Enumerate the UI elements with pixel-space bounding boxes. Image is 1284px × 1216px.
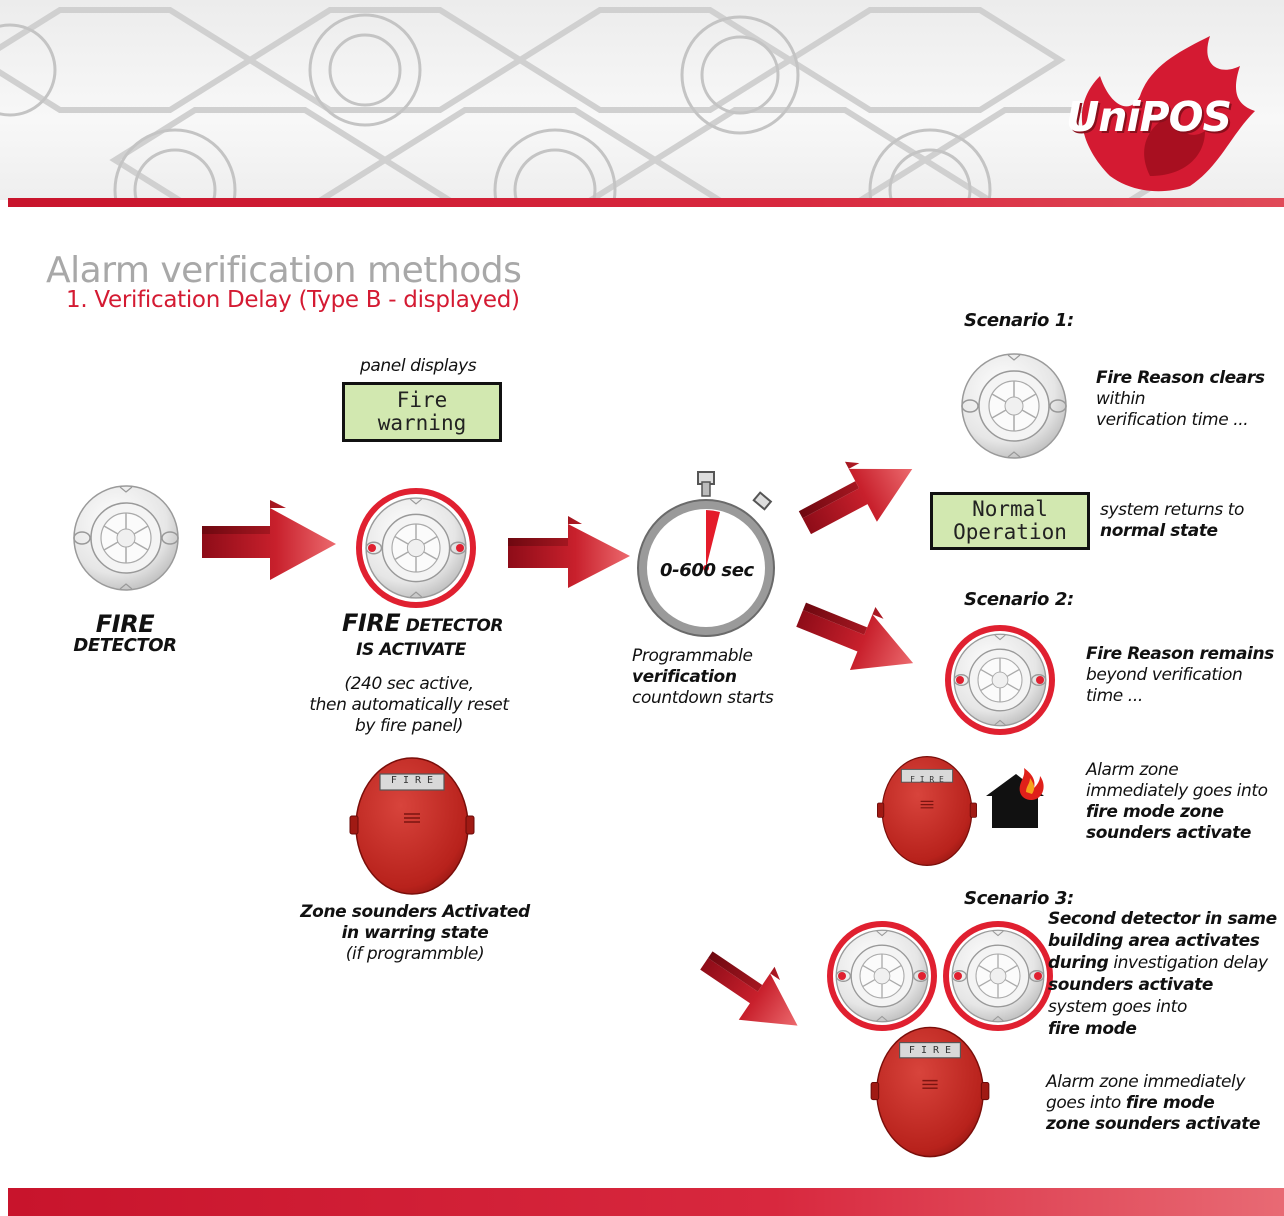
arrow-activated-to-timer	[508, 516, 630, 588]
lcd-line: Normal	[972, 497, 1048, 521]
sounder-display-text: F I R E	[391, 775, 433, 786]
scenario1-text-line2: within	[1096, 389, 1146, 409]
stopwatch-caption-line2: verification	[632, 667, 737, 687]
page-subtitle: 1. Verification Delay (Type B - displaye…	[66, 287, 520, 313]
sounder-display-text: F I R E	[910, 775, 944, 784]
scenario3-line5: system goes into	[1048, 997, 1187, 1017]
stopwatch-icon	[637, 471, 775, 637]
scenario2-text-line1: Fire Reason remains	[1086, 644, 1274, 664]
activated-detector-icon	[356, 488, 476, 608]
brand-logo-flame	[1081, 36, 1255, 192]
sounder-caption-line2: in warring state	[341, 923, 489, 943]
sounder-display-text: F I R E	[909, 1045, 951, 1056]
scenario3-line6: fire mode	[1048, 1019, 1137, 1039]
scenario3-alarm-line2-bold: fire mode	[1125, 1093, 1215, 1113]
scenario2-detector-icon	[945, 625, 1055, 735]
panel-displays-caption: panel displays	[360, 356, 477, 376]
scenario3-line3: during investigation delay	[1048, 953, 1268, 974]
activated-note-line1: (240 sec active,	[344, 674, 474, 694]
activated-label-line2: IS ACTIVATE	[356, 640, 466, 660]
activated-label-detector: DETECTOR	[400, 616, 504, 636]
house-fire-icon	[986, 768, 1044, 828]
scenario2-text-line3: time ...	[1086, 686, 1143, 706]
lcd-line: Fire	[396, 388, 448, 412]
scenario3-line4: sounders activate	[1048, 975, 1214, 995]
scenario3-line1: Second detector in same	[1048, 909, 1277, 929]
arrow-to-scenario3	[700, 951, 798, 1026]
stopwatch-caption-line3: countdown starts	[632, 688, 774, 708]
scenario2-text-line2: beyond verification	[1086, 665, 1243, 685]
scenario1-detector-icon	[961, 353, 1067, 459]
header-divider	[8, 198, 1284, 207]
detector-label-line1: FIRE	[95, 610, 155, 638]
scenario3-alarm-line1: Alarm zone immediately	[1046, 1072, 1246, 1092]
lcd-fire-warning: Fire warning	[342, 382, 502, 442]
lcd-line: warning	[377, 411, 467, 435]
scenario3-sounder-icon: F I R E	[870, 1026, 990, 1158]
activated-label-fire: FIRE	[342, 609, 401, 637]
scenario3-line3-bold: during	[1048, 953, 1109, 973]
scenario3-alarm-line2: goes into fire mode	[1046, 1093, 1215, 1114]
scenario1-result-line1: system returns to	[1100, 500, 1245, 520]
activated-note-line2: then automatically reset	[309, 695, 509, 715]
arrow-detector-to-activated	[202, 500, 336, 580]
scenario1-result-line2: normal state	[1100, 521, 1218, 541]
detector-label-line2: DETECTOR	[73, 635, 177, 656]
activated-note-line3: by fire panel)	[354, 716, 463, 736]
header-banner: UniPOS	[0, 0, 1284, 200]
scenario1-text-line1: Fire Reason clears	[1096, 368, 1265, 388]
scenario2-alarm-line4: sounders activate	[1086, 823, 1252, 843]
footer-bar	[8, 1188, 1284, 1216]
arrow-to-scenario2	[796, 602, 914, 670]
brand-logo-text: UniPOS	[1066, 93, 1232, 141]
page-title: Alarm verification methods	[46, 250, 522, 291]
scenario1-title: Scenario 1:	[964, 310, 1074, 331]
lcd-line: Operation	[953, 520, 1067, 544]
scenario3-title: Scenario 3:	[964, 888, 1074, 909]
scenario2-alarm-line3: fire mode zone	[1086, 802, 1224, 822]
stopwatch-label: 0-600 sec	[660, 560, 754, 581]
activated-label-line1: FIRE DETECTOR	[342, 611, 504, 637]
sounder-caption-line1: Zone sounders Activated	[300, 902, 530, 922]
fire-detector-icon	[73, 485, 179, 591]
scenario2-alarm-line1: Alarm zone	[1086, 760, 1179, 780]
scenario3-line2: building area activates	[1048, 931, 1260, 951]
lcd-normal-operation: Normal Operation	[930, 492, 1090, 550]
scenario3-alarm-line3: zone sounders activate	[1046, 1114, 1261, 1134]
scenario2-alarm-line2: immediately goes into	[1086, 781, 1268, 801]
scenario3-line3-rest: investigation delay	[1108, 953, 1268, 973]
scenario3-detector-right-icon	[943, 921, 1053, 1031]
scenario1-text-line3: verification time ...	[1096, 410, 1249, 430]
scenario3-alarm-line2-pre: goes into	[1046, 1093, 1126, 1113]
zone-sounder-icon: F I R E	[349, 757, 475, 895]
hexagon-pattern	[0, 7, 1201, 200]
scenario2-sounder-icon: F I R E	[876, 755, 978, 867]
scenario3-detector-left-icon	[827, 921, 937, 1031]
sounder-caption-line3: (if programmble)	[345, 944, 485, 964]
stopwatch-caption-line1: Programmable	[632, 646, 753, 666]
arrow-to-scenario1	[798, 461, 913, 535]
scenario2-title: Scenario 2:	[964, 589, 1074, 610]
